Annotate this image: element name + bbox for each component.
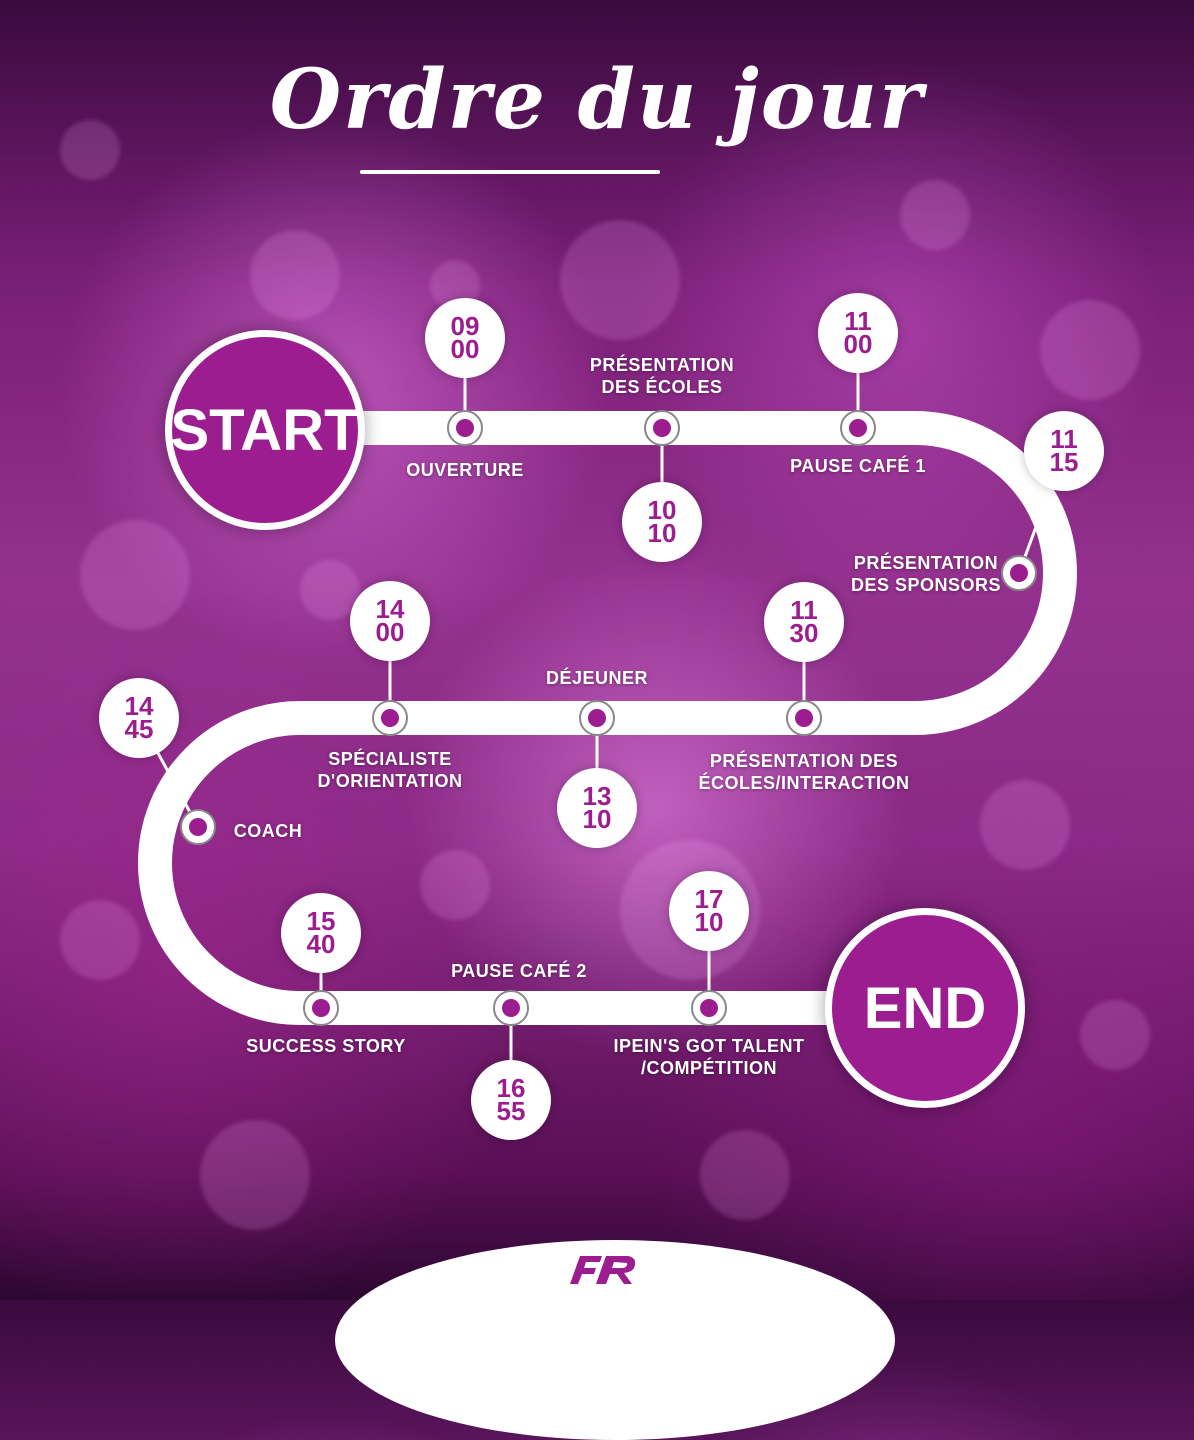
event-label-line: DES SPONSORS xyxy=(850,575,1002,595)
time-minute: 00 xyxy=(450,334,480,364)
event-label-line: /COMPÉTITION xyxy=(641,1058,777,1078)
time-hour: 16 xyxy=(496,1073,526,1103)
event-label-line: PRÉSENTATION xyxy=(589,355,735,375)
event-label-line: OUVERTURE xyxy=(406,460,524,480)
time-hour: 11 xyxy=(790,595,818,625)
time-hour: 17 xyxy=(694,884,724,914)
timeline-dot xyxy=(189,818,207,836)
timeline-dot xyxy=(381,709,399,727)
timeline-dot xyxy=(1010,564,1028,582)
time-minute: 15 xyxy=(1049,447,1079,477)
timeline-dot xyxy=(795,709,813,727)
time-minute: 55 xyxy=(496,1096,526,1126)
time-hour: 11 xyxy=(1050,424,1078,454)
timeline-dot xyxy=(700,999,718,1017)
event-label: PAUSE CAFÉ 2 xyxy=(399,960,639,982)
time-hour: 14 xyxy=(124,691,154,721)
time-hour: 15 xyxy=(306,906,336,936)
time-minute: 45 xyxy=(124,714,154,744)
start-label: START xyxy=(170,397,360,463)
time-minute: 10 xyxy=(582,804,612,834)
event-label-line: PRÉSENTATION DES xyxy=(709,751,899,771)
time-hour: 11 xyxy=(844,306,872,336)
time-hour: 09 xyxy=(450,311,480,341)
timeline-dots xyxy=(180,410,1037,1026)
time-minute: 10 xyxy=(647,518,677,548)
event-label: IPEIN'S GOT TALENT/COMPÉTITION xyxy=(569,1035,849,1079)
time-hour: 13 xyxy=(582,781,612,811)
event-label-line: PRÉSENTATION xyxy=(853,553,999,573)
event-label-line: D'ORIENTATION xyxy=(317,771,463,791)
timeline-dot xyxy=(456,419,474,437)
time-minute: 40 xyxy=(306,929,336,959)
timeline-dot xyxy=(849,419,867,437)
event-label-line: SUCCESS STORY xyxy=(246,1036,406,1056)
title-underline xyxy=(360,170,660,174)
timeline-road xyxy=(180,410,1037,1026)
timeline-dot xyxy=(588,709,606,727)
timeline-dot xyxy=(653,419,671,437)
event-label-line: PAUSE CAFÉ 1 xyxy=(790,456,926,476)
fer-logo-icon xyxy=(570,1256,636,1284)
timeline-dot xyxy=(312,999,330,1017)
page-title: Ordre du jour xyxy=(269,52,925,148)
event-label: COACH xyxy=(208,820,328,842)
end-label: END xyxy=(863,975,987,1041)
event-label-line: SPÉCIALISTE xyxy=(328,749,452,769)
time-hour: 14 xyxy=(375,594,405,624)
event-label: DÉJEUNER xyxy=(497,667,697,689)
event-label: PAUSE CAFÉ 1 xyxy=(748,455,968,477)
start-circle: START xyxy=(165,330,365,530)
event-label-line: ÉCOLES/INTERACTION xyxy=(698,773,910,793)
time-minute: 00 xyxy=(375,617,405,647)
event-label-line: DÉJEUNER xyxy=(545,668,649,688)
end-circle: END xyxy=(825,908,1025,1108)
event-label: OUVERTURE xyxy=(365,459,565,481)
event-label-line: COACH xyxy=(233,821,303,841)
time-minute: 30 xyxy=(789,618,819,648)
event-label-line: PAUSE CAFÉ 2 xyxy=(451,961,587,981)
timeline-dot xyxy=(502,999,520,1017)
time-minute: 00 xyxy=(843,329,873,359)
time-minute: 10 xyxy=(694,907,724,937)
time-hour: 10 xyxy=(647,495,677,525)
event-label: SUCCESS STORY xyxy=(206,1035,446,1057)
event-label-line: IPEIN'S GOT TALENT xyxy=(613,1036,805,1056)
event-label-line: DES ÉCOLES xyxy=(601,377,723,397)
